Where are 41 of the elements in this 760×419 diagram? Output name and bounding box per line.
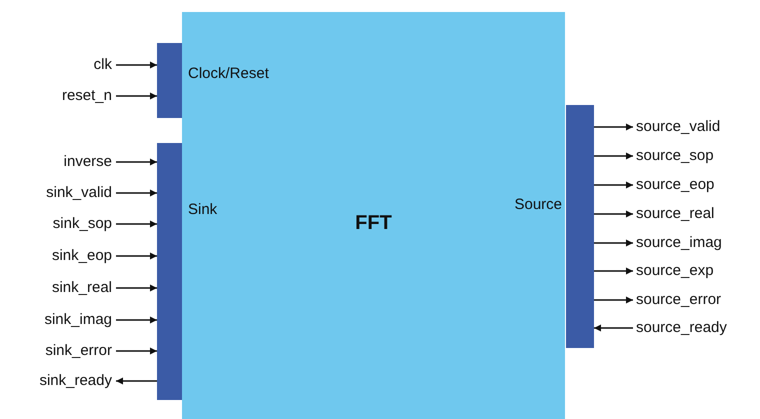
signal-label: sink_eop (52, 247, 112, 265)
signal-label: source_imag (636, 234, 722, 252)
signal-arrow (116, 92, 157, 100)
signal-label: source_valid (636, 118, 720, 136)
signal-label: source_real (636, 205, 714, 223)
signal-arrow (116, 62, 157, 68)
signal-label: sink_real (52, 279, 112, 297)
signal-label: source_eop (636, 176, 714, 194)
signal-label: source_exp (636, 262, 714, 280)
signal-arrow (594, 182, 633, 188)
signal-arrow (116, 190, 157, 196)
block-box (182, 12, 565, 419)
signal-label: sink_error (45, 342, 112, 360)
signal-arrow (594, 324, 633, 332)
signal-label: sink_imag (44, 311, 112, 329)
signal-label: source_error (636, 291, 722, 309)
interface-label: Sink (188, 201, 218, 219)
signal-arrow (116, 348, 157, 354)
signal-label: sink_valid (46, 184, 112, 202)
signal-label: reset_n (62, 87, 112, 105)
signal-label: clk (94, 56, 112, 74)
signal-arrow (116, 284, 157, 292)
signal-arrow (594, 152, 633, 160)
signal-label: inverse (64, 153, 112, 171)
signal-label: source_sop (636, 147, 714, 165)
signal-arrow (594, 124, 633, 130)
interface-label: Clock/Reset (188, 65, 269, 83)
interface-label: Source (514, 196, 562, 214)
signal-arrow (116, 252, 157, 260)
signal-label: source_ready (636, 319, 727, 337)
signal-arrow (594, 210, 633, 218)
block-title: FFT (354, 212, 393, 235)
signal-arrow (594, 268, 633, 274)
signal-arrow (116, 378, 157, 384)
signal-arrow (594, 240, 633, 246)
signal-arrow (116, 158, 157, 166)
signal-arrow (116, 316, 157, 324)
signal-label: sink_sop (52, 215, 112, 233)
signal-label: sink_ready (39, 372, 112, 390)
signal-arrow (594, 296, 633, 304)
signal-arrow (116, 220, 157, 228)
